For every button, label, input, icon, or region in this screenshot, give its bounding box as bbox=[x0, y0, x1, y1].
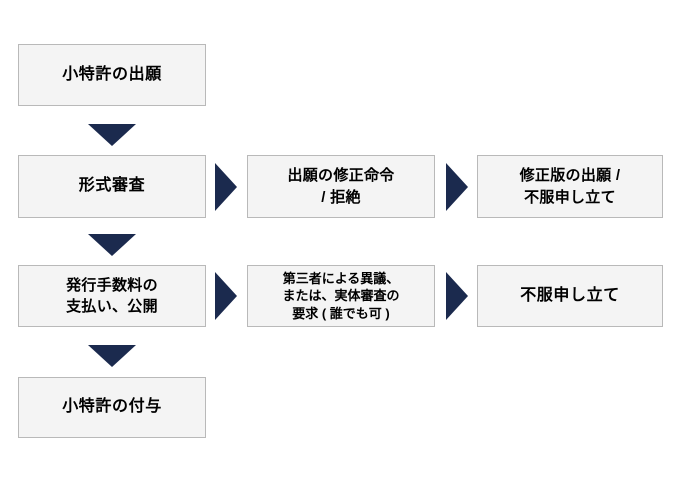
node-grant-line-1: 小特許の付与 bbox=[62, 398, 162, 416]
node-opposition-line-2: または、実体審査の bbox=[282, 288, 400, 304]
node-fee-publication[interactable]: 発行手数料の 支払い、公開 bbox=[18, 265, 206, 327]
node-opposition-label: 第三者による異議、 または、実体審査の 要求 ( 誰でも可 ) bbox=[254, 270, 428, 322]
arrow-right-icon-opposition-to-appeal bbox=[446, 272, 468, 320]
node-application-line-1: 小特許の出願 bbox=[62, 65, 162, 83]
node-opposition-line-1: 第三者による異議、 bbox=[282, 271, 400, 287]
node-application-label: 小特許の出願 bbox=[25, 64, 199, 87]
node-amended-appeal-line-1: 修正版の出願 / bbox=[519, 167, 621, 185]
node-appeal[interactable]: 不服申し立て bbox=[477, 265, 663, 327]
node-fee-publication-line-1: 発行手数料の bbox=[66, 276, 158, 294]
node-opposition-line-3: 要求 ( 誰でも可 ) bbox=[292, 305, 390, 321]
node-amended-appeal[interactable]: 修正版の出願 / 不服申し立て bbox=[477, 155, 663, 218]
node-amend-order-label: 出願の修正命令 / 拒絶 bbox=[254, 165, 428, 208]
node-opposition[interactable]: 第三者による異議、 または、実体審査の 要求 ( 誰でも可 ) bbox=[247, 265, 435, 327]
arrow-down-icon-fee-publication-to-grant bbox=[88, 345, 136, 367]
node-formal-exam-label: 形式審査 bbox=[25, 175, 199, 198]
arrow-right-icon-amend-order-to-amended-appeal bbox=[446, 163, 468, 211]
node-grant-label: 小特許の付与 bbox=[25, 396, 199, 419]
node-amend-order[interactable]: 出願の修正命令 / 拒絶 bbox=[247, 155, 435, 218]
node-formal-exam-line-1: 形式審査 bbox=[78, 177, 146, 195]
node-application[interactable]: 小特許の出願 bbox=[18, 44, 206, 106]
node-grant[interactable]: 小特許の付与 bbox=[18, 377, 206, 438]
node-amend-order-line-1: 出願の修正命令 bbox=[287, 167, 395, 185]
node-fee-publication-line-2: 支払い、公開 bbox=[66, 298, 158, 315]
arrow-right-icon-fee-publication-to-opposition bbox=[215, 272, 237, 320]
node-amend-order-line-2: / 拒絶 bbox=[321, 188, 361, 206]
arrow-right-icon-formal-exam-to-amend-order bbox=[215, 163, 237, 211]
node-amended-appeal-label: 修正版の出願 / 不服申し立て bbox=[484, 165, 656, 208]
arrow-down-icon-formal-exam-to-fee-publication bbox=[88, 234, 136, 256]
node-formal-exam[interactable]: 形式審査 bbox=[18, 155, 206, 218]
node-fee-publication-label: 発行手数料の 支払い、公開 bbox=[25, 275, 199, 318]
node-appeal-line-1: 不服申し立て bbox=[520, 286, 620, 304]
arrow-down-icon-application-to-formal-exam bbox=[88, 124, 136, 146]
node-appeal-label: 不服申し立て bbox=[484, 285, 656, 308]
node-amended-appeal-line-2: 不服申し立て bbox=[524, 188, 616, 206]
